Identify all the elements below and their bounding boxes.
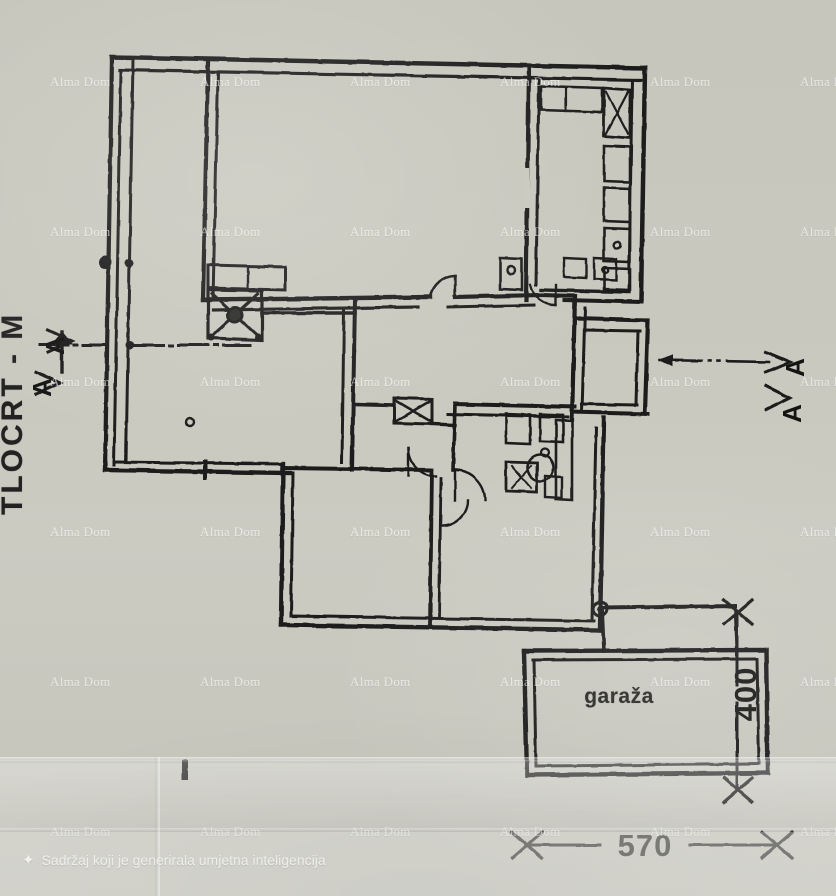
section-mark-right-top: A [779,358,810,377]
dimension-label-width: 570 [617,828,673,863]
ai-generated-notice: ✦ Sadržaj koji je generirala umjetna int… [22,852,326,868]
section-mark-left-top: A [39,336,70,355]
dimension-label-depth: 400 [728,666,763,722]
section-mark-right-bottom: A [776,404,807,423]
garage-label: garaža [584,685,654,708]
section-mark-left-bottom: A [26,378,57,397]
plan-title-label: TLOCRT - M [0,312,29,515]
sparkle-icon: ✦ [22,851,35,869]
ai-notice-text: Sadržaj koji je generirala umjetna intel… [41,852,326,868]
